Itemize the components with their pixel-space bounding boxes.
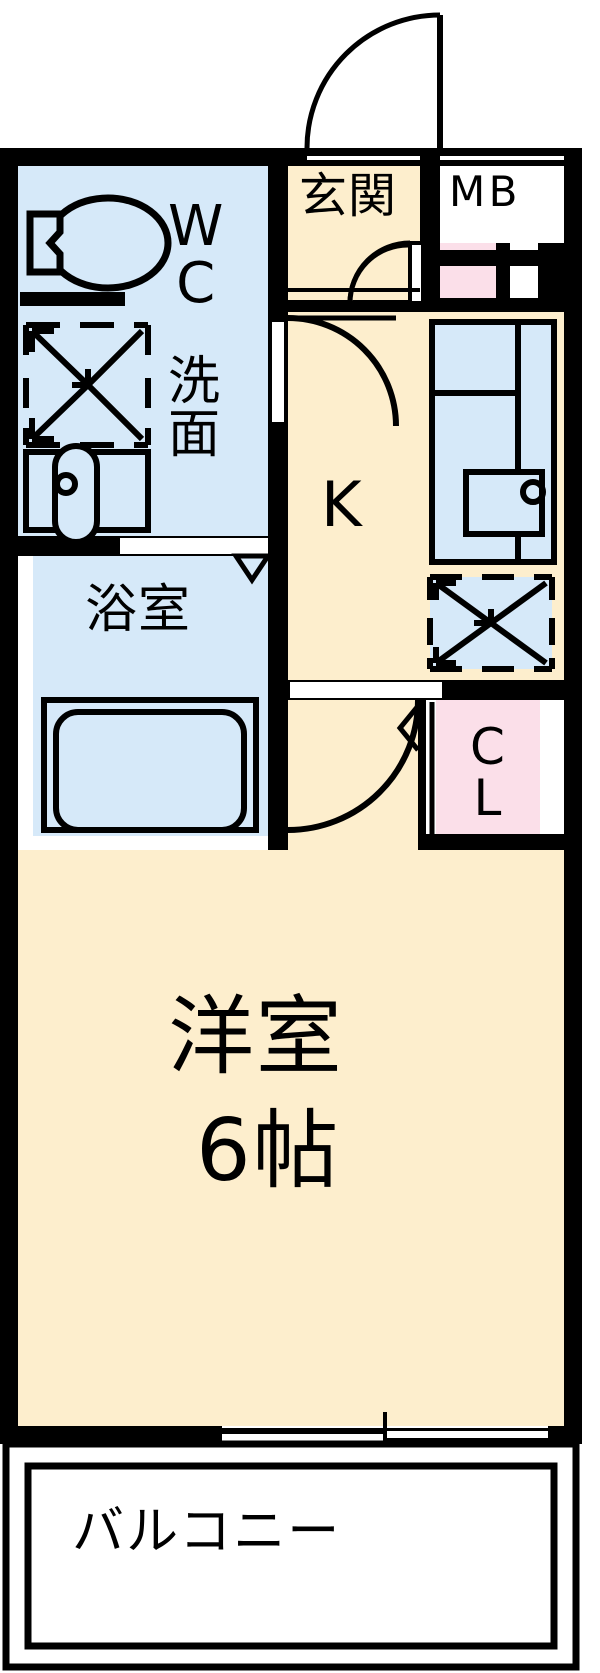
main-room-fill — [18, 850, 564, 1442]
room-label-closet: C L — [470, 718, 506, 827]
kitchen-sink-counter-icon — [429, 319, 557, 565]
washroom-door[interactable] — [268, 315, 399, 427]
room-label-main-room-size: 6帖 — [196, 1101, 341, 1201]
outer-walls — [0, 148, 582, 1444]
washing-machine-space-icon — [23, 322, 151, 448]
room-label-main-room: 洋室 — [168, 987, 344, 1087]
room-label-balcony: バルコニー — [72, 1502, 342, 1562]
main-room-door[interactable] — [287, 682, 442, 833]
toilet-icon — [26, 194, 172, 292]
mb-fill — [440, 166, 582, 258]
corridor-fill — [288, 680, 418, 852]
toilet-partition — [20, 292, 125, 306]
entrance-door[interactable] — [304, 12, 443, 149]
room-label-bathroom: 浴室 — [85, 580, 192, 640]
room-label-wc: W C — [168, 194, 224, 317]
room-label-kitchen: K — [321, 468, 363, 541]
closet-fill — [436, 700, 540, 848]
room-label-meter-box: MB — [449, 167, 521, 216]
room-label-washroom: 洗 面 — [168, 352, 222, 466]
wash-basin-icon — [23, 443, 151, 545]
room-label-genkan: 玄関 — [299, 168, 397, 224]
genkan-step-lines — [288, 288, 420, 306]
bathtub-icon — [41, 697, 259, 833]
balcony-outline — [2, 1440, 580, 1671]
bathroom-door[interactable] — [120, 538, 273, 585]
refrigerator-space-icon — [427, 574, 555, 672]
